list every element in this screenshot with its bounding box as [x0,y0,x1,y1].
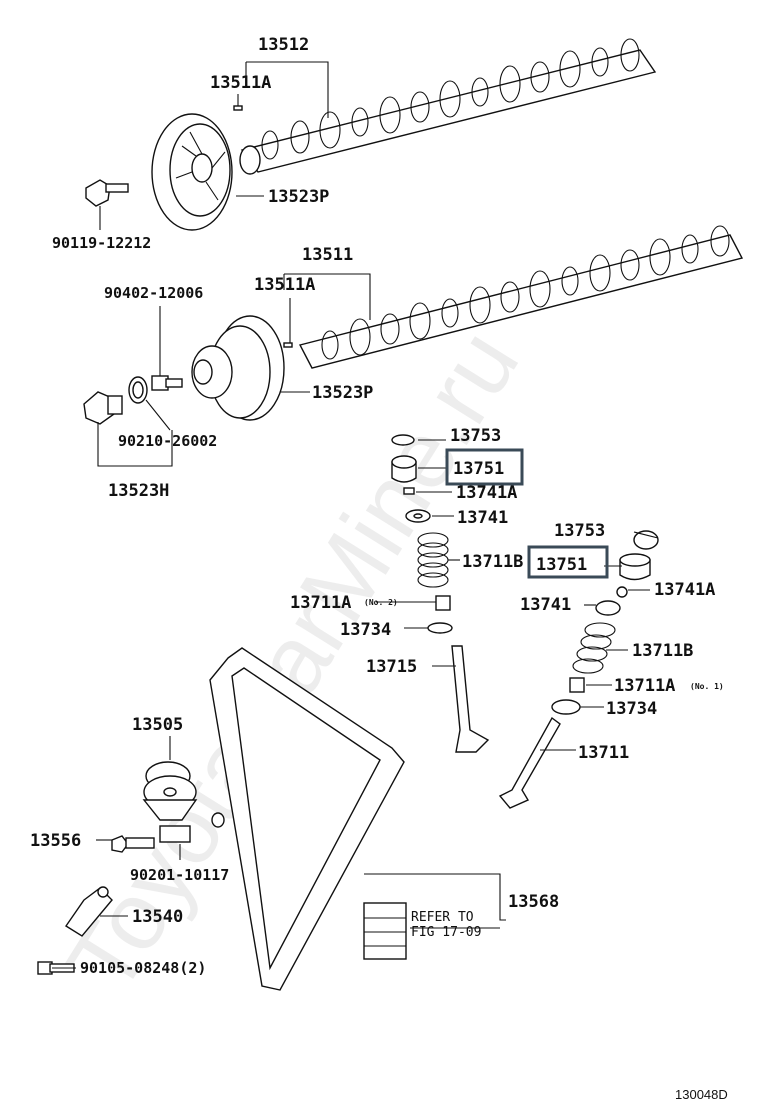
label-13568: 13568 [508,892,559,912]
label-13741-a: 13741 [457,508,508,528]
exhaust-camshaft [239,38,657,175]
valve-set-a [391,434,490,753]
label-13556: 13556 [30,831,81,851]
figure-code: 130048D [675,1087,728,1102]
label-13511A-top: 13511A [210,73,271,93]
bolt-90402 [151,375,183,391]
label-13741A-a: 13741A [456,483,517,503]
reference-note-line-1: REFER TO [411,910,474,925]
label-13753-b: 13753 [554,521,605,541]
knock-pin-top [233,105,243,111]
label-13741A-b: 13741A [654,580,715,600]
reference-note-line-2: FIG 17-09 [411,925,481,940]
label-13751-a: 13751 [453,459,504,479]
plug-13523H [83,391,123,425]
label-90201: 90201-10117 [130,866,229,884]
knock-pin-mid [283,342,293,348]
reference-icon [363,902,407,960]
label-13512: 13512 [258,35,309,55]
label-90402: 90402-12006 [104,284,203,302]
label-13711A-b-note: (No. 1) [690,682,724,691]
collar-90201 [159,812,225,843]
label-13523P-mid: 13523P [312,383,373,403]
label-90105: 90105-08248(2) [80,959,206,977]
label-13711B-a: 13711B [462,552,523,572]
label-13711: 13711 [578,743,629,763]
timing-belt [209,647,405,991]
exhaust-cam-gear [151,113,233,231]
valve-set-b [498,530,659,809]
intake-cam-gear [191,315,285,421]
idler-pulley-13505 [142,761,198,821]
label-90210: 90210-26002 [118,432,217,450]
label-13711A-a-note: (No. 2) [364,598,398,607]
label-13711A-a: 13711A [290,593,351,613]
label-13734-b: 13734 [606,699,657,719]
intake-camshaft [298,225,744,369]
label-13711B-b: 13711B [632,641,693,661]
label-13734-a: 13734 [340,620,391,640]
leader-lines [52,61,659,969]
gasket-90210 [128,376,148,404]
label-13523H: 13523H [108,481,169,501]
label-90119: 90119-12212 [52,234,151,252]
label-13715: 13715 [366,657,417,677]
part-labels: 13512 13511A 13523P 90119-12212 13511 13… [30,35,728,1102]
label-13753-a: 13753 [450,426,501,446]
label-13523P-top: 13523P [268,187,329,207]
label-13511A-mid: 13511A [254,275,315,295]
highlight-13751-a [445,448,524,486]
label-13751-b: 13751 [536,555,587,575]
label-13711A-b: 13711A [614,676,675,696]
label-13540: 13540 [132,907,183,927]
label-13505: 13505 [132,715,183,735]
bolt-13556 [111,835,155,853]
label-13741-b: 13741 [520,595,571,615]
highlight-13751-b [527,545,609,579]
tensioner-13540 [65,886,113,937]
label-13511: 13511 [302,245,353,265]
bolt-90119 [85,179,129,207]
